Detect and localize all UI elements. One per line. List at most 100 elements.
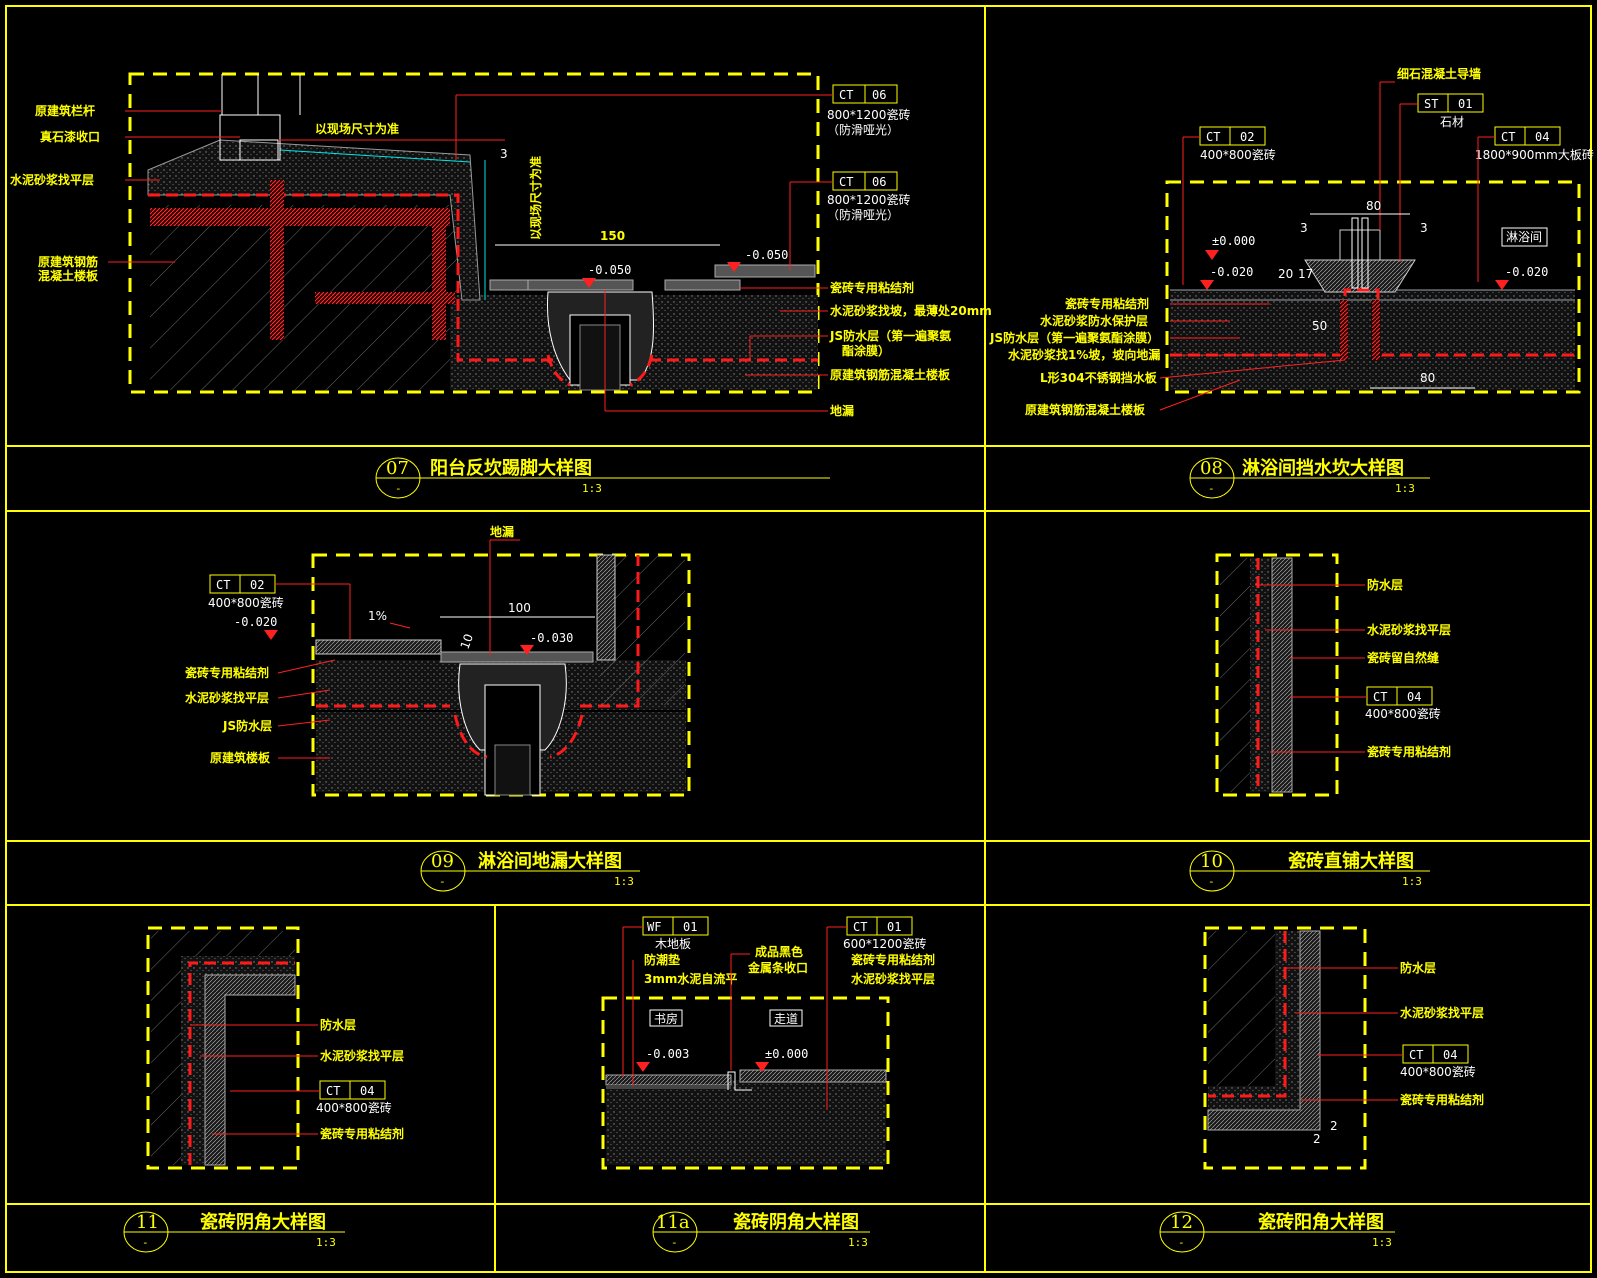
svg-text:80: 80 [1366, 199, 1381, 213]
svg-text:淋浴间挡水坎大样图: 淋浴间挡水坎大样图 [1242, 457, 1404, 479]
p11a-tag-ct01: CT 01 600*1200瓷砖 [826, 916, 926, 1110]
panel-11a-border [601, 996, 890, 1170]
svg-text:400*800瓷砖: 400*800瓷砖 [1400, 1064, 1476, 1079]
panel-10: 防水层 水泥砂浆找平层 瓷砖留自然缝 CT 04 400*800瓷砖 瓷砖专用粘… [1189, 553, 1451, 892]
p11-labels: 防水层 水泥砂浆找平层 CT 04 400*800瓷砖 瓷砖专用粘结剂 [190, 1017, 404, 1141]
svg-text:80: 80 [1420, 371, 1435, 385]
svg-text:±0.000: ±0.000 [1212, 234, 1255, 248]
panel-08-border [1165, 180, 1581, 394]
svg-text:06: 06 [872, 175, 886, 189]
svg-text:1800*900mm大板砖: 1800*900mm大板砖 [1475, 147, 1594, 162]
svg-text:1:3: 1:3 [582, 482, 602, 495]
svg-text:淋浴间: 淋浴间 [1506, 230, 1542, 244]
svg-text:防潮垫: 防潮垫 [644, 952, 680, 967]
svg-text:水泥砂浆找坡，最薄处20mm: 水泥砂浆找坡，最薄处20mm [830, 303, 992, 318]
svg-text:以现场尺寸为准: 以现场尺寸为准 [528, 156, 543, 240]
p09-left-labels: 瓷砖专用粘结剂 水泥砂浆找平层 JS防水层 原建筑楼板 [185, 659, 336, 765]
panel-11a: 书房 走道 WF 01 木地板 防潮垫 3mm水泥自流平 成品黑色 金属条收口 … [601, 916, 935, 1253]
svg-text:地漏: 地漏 [490, 524, 514, 539]
svg-text:CT: CT [853, 920, 867, 934]
panel-12: 防水层 水泥砂浆找平层 CT 04 400*800瓷砖 瓷砖专用粘结剂 2 2 … [1159, 926, 1484, 1253]
svg-text:石材: 石材 [1440, 115, 1464, 129]
panel-07: 原建筑栏杆 真石漆收口 水泥砂浆找平层 原建筑钢筋 混凝土楼板 以现场尺寸为准 … [10, 72, 992, 499]
p11a-tag-wf01: WF 01 木地板 防潮垫 3mm水泥自流平 [622, 916, 737, 1086]
panel-09: 地漏 CT 02 400*800瓷砖 -0.020 1% 100 10 -0.0… [185, 524, 691, 892]
curb-top-hatch [150, 208, 450, 226]
svg-text:17: 17 [1298, 267, 1313, 281]
p08-tag-st01: ST 01 石材 [1399, 93, 1484, 262]
p08-tag-ct04: CT 04 1800*900mm大板砖 [1475, 126, 1594, 282]
svg-text:600*1200瓷砖: 600*1200瓷砖 [843, 936, 926, 951]
svg-text:04: 04 [1535, 130, 1549, 144]
svg-text:以现场尺寸为准: 以现场尺寸为准 [315, 121, 399, 136]
svg-text:-0.020: -0.020 [234, 615, 277, 629]
anchor-bolt-h [315, 292, 455, 304]
svg-text:水泥砂浆找平层: 水泥砂浆找平层 [1400, 1005, 1484, 1020]
stone-threshold [1304, 259, 1416, 293]
svg-text:JS防水层（第一遍聚氨酯涂膜）: JS防水层（第一遍聚氨酯涂膜） [989, 330, 1159, 345]
svg-text:04: 04 [360, 1084, 374, 1098]
p10-title-block: 10 - 瓷砖直铺大样图 1:3 [1189, 850, 1430, 892]
svg-text:-: - [142, 1236, 149, 1249]
svg-text:水泥砂浆找1%坡，坡向地漏: 水泥砂浆找1%坡，坡向地漏 [1008, 347, 1160, 362]
svg-text:1:3: 1:3 [1402, 875, 1422, 888]
svg-text:1:3: 1:3 [1395, 482, 1415, 495]
svg-text:11: 11 [136, 1212, 159, 1233]
svg-text:L形304不锈钢挡水板: L形304不锈钢挡水板 [1040, 370, 1158, 385]
svg-text:地漏: 地漏 [830, 403, 854, 418]
svg-text:08: 08 [1200, 458, 1223, 479]
svg-text:-0.050: -0.050 [745, 248, 788, 262]
svg-text:-: - [1178, 1236, 1185, 1249]
svg-text:20: 20 [1278, 267, 1293, 281]
svg-text:真石漆收口: 真石漆收口 [40, 129, 100, 144]
svg-text:-0.020: -0.020 [1210, 265, 1253, 279]
panel-09-border [311, 553, 691, 797]
svg-text:1:3: 1:3 [316, 1236, 336, 1249]
svg-text:2: 2 [1330, 1119, 1338, 1133]
svg-text:防水层: 防水层 [320, 1017, 356, 1032]
svg-text:01: 01 [1458, 97, 1472, 111]
svg-text:01: 01 [887, 920, 901, 934]
p08-title-block: 08 - 淋浴间挡水坎大样图 1:3 [1189, 457, 1430, 499]
svg-text:-: - [1208, 482, 1215, 495]
drain-grate-07 [527, 279, 634, 291]
svg-text:01: 01 [683, 920, 697, 934]
svg-text:瓷砖阴角大样图: 瓷砖阴角大样图 [733, 1211, 859, 1233]
svg-text:瓷砖专用粘结剂: 瓷砖专用粘结剂 [1367, 744, 1451, 759]
stone-trim-line [279, 149, 471, 163]
p12-title-block: 12 - 瓷砖阳角大样图 1:3 [1159, 1211, 1395, 1253]
svg-text:瓷砖阳角大样图: 瓷砖阳角大样图 [1258, 1211, 1384, 1233]
svg-text:防水层: 防水层 [1367, 577, 1403, 592]
svg-text:400*800瓷砖: 400*800瓷砖 [1365, 706, 1441, 721]
svg-text:11a: 11a [656, 1212, 690, 1233]
svg-text:CT: CT [1501, 130, 1515, 144]
sheet-grid [5, 5, 1592, 1273]
svg-text:瓷砖留自然缝: 瓷砖留自然缝 [1367, 650, 1439, 665]
svg-text:02: 02 [250, 578, 264, 592]
svg-text:3: 3 [1420, 221, 1428, 235]
p09-tag-ct02: CT 02 400*800瓷砖 [208, 574, 351, 640]
svg-text:CT: CT [1206, 130, 1220, 144]
p12-labels: 防水层 水泥砂浆找平层 CT 04 400*800瓷砖 瓷砖专用粘结剂 [1285, 960, 1484, 1107]
svg-text:（防滑哑光）: （防滑哑光） [827, 207, 899, 222]
svg-text:04: 04 [1407, 690, 1421, 704]
svg-text:书房: 书房 [654, 1011, 678, 1026]
panel-10-border [1215, 553, 1339, 797]
svg-text:1:3: 1:3 [848, 1236, 868, 1249]
svg-text:-0.020: -0.020 [1505, 265, 1548, 279]
svg-text:CT: CT [216, 578, 230, 592]
svg-text:-: - [439, 875, 446, 888]
svg-text:07: 07 [386, 458, 409, 479]
p07-title-block: 07 - 阳台反坎踢脚大样图 1:3 [375, 457, 830, 499]
svg-text:400*800瓷砖: 400*800瓷砖 [1200, 147, 1276, 162]
svg-text:1:3: 1:3 [1372, 1236, 1392, 1249]
svg-text:成品黑色: 成品黑色 [755, 944, 803, 959]
svg-text:WF: WF [647, 920, 661, 934]
svg-text:水泥砂浆找平层: 水泥砂浆找平层 [185, 690, 269, 705]
svg-text:木地板: 木地板 [655, 937, 691, 951]
svg-text:瓷砖专用粘结剂: 瓷砖专用粘结剂 [1400, 1092, 1484, 1107]
svg-text:3: 3 [500, 147, 508, 161]
p11-title-block: 11 - 瓷砖阴角大样图 1:3 [123, 1211, 345, 1253]
svg-text:瓷砖直铺大样图: 瓷砖直铺大样图 [1288, 850, 1414, 872]
